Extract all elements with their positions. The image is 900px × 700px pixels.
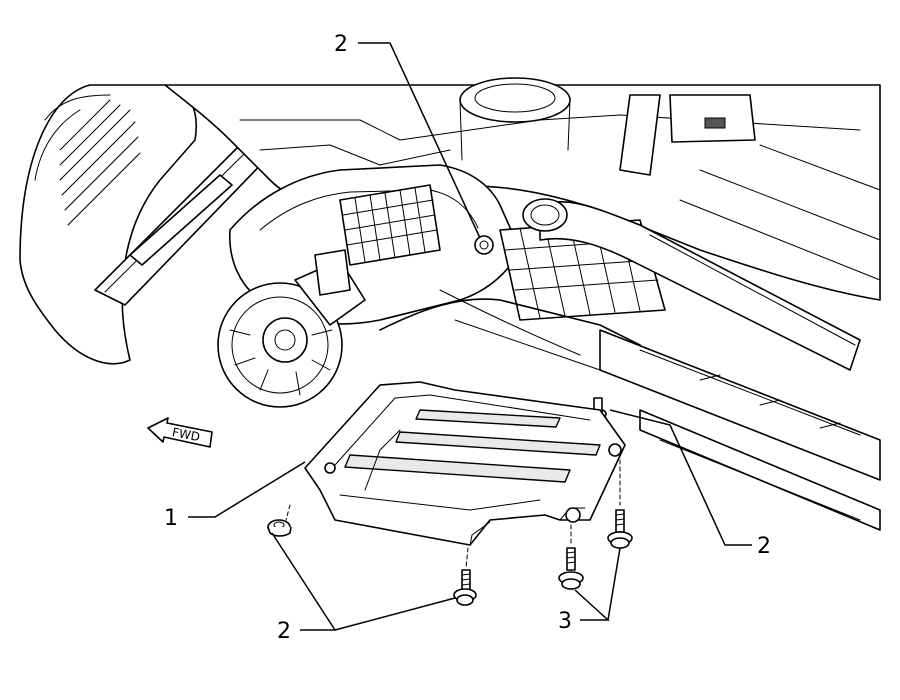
brake-rotor xyxy=(217,282,343,408)
callout-bottom-right: 3 xyxy=(558,609,572,634)
fwd-direction-arrow: FWD xyxy=(147,417,213,448)
fastener-bolt-right-b xyxy=(607,459,633,549)
callout-bottom-left: 2 xyxy=(277,619,291,644)
fastener-bolt-right-a xyxy=(558,524,584,590)
vehicle-underbody xyxy=(19,77,881,531)
fwd-label: FWD xyxy=(171,425,201,444)
callout-left: 1 xyxy=(164,506,178,531)
callout-leaders xyxy=(188,42,752,631)
fastener-bolt-center xyxy=(453,547,477,606)
engine-grid xyxy=(339,184,441,266)
fasteners xyxy=(267,459,633,606)
callout-right: 2 xyxy=(757,534,771,559)
callout-labels: 2 1 2 2 3 xyxy=(164,32,771,644)
fastener-nut-left xyxy=(267,504,292,537)
underbody-shield xyxy=(304,381,626,546)
callout-top: 2 xyxy=(334,32,348,57)
